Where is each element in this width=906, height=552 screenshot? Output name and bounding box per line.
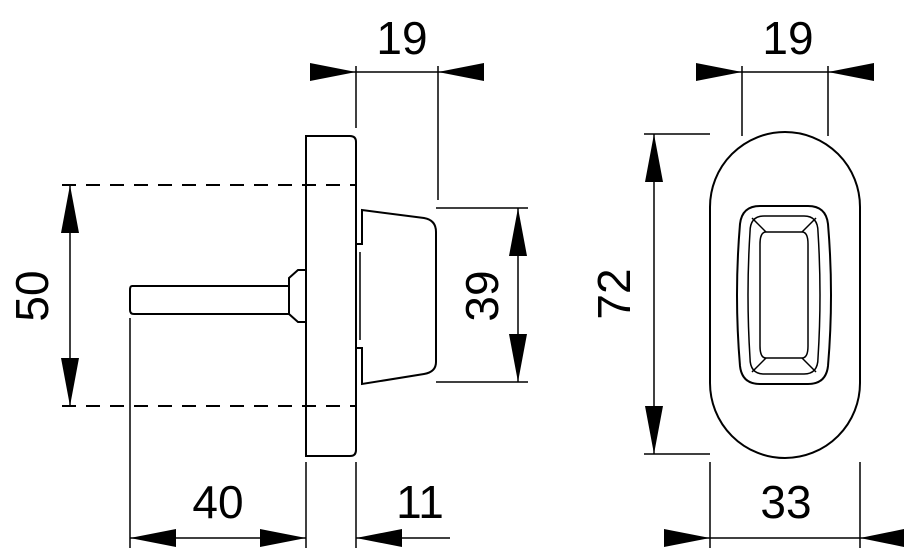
spindle-collar [288, 269, 307, 323]
front-view: 19 72 33 [588, 12, 904, 548]
dim-side-top-width-label: 19 [376, 12, 427, 64]
knob-body [356, 208, 437, 386]
dim-knob-height-label: 39 [456, 270, 508, 321]
thumb-turn-inner [747, 215, 821, 375]
dim-rose-depth-label: 11 [396, 476, 444, 528]
dim-rose-height-label: 50 [6, 270, 58, 321]
oval-rose [709, 131, 861, 459]
dim-overall-height-label: 72 [588, 268, 640, 319]
rose-plate [305, 135, 357, 457]
dim-overall-width-label: 33 [760, 476, 811, 528]
dim-spindle-length-label: 40 [192, 476, 243, 528]
side-view: 50 39 19 40 11 [6, 12, 528, 548]
thumb-turn-outer [736, 205, 832, 385]
dim-front-top-width-label: 19 [762, 12, 813, 64]
spindle [129, 285, 290, 315]
